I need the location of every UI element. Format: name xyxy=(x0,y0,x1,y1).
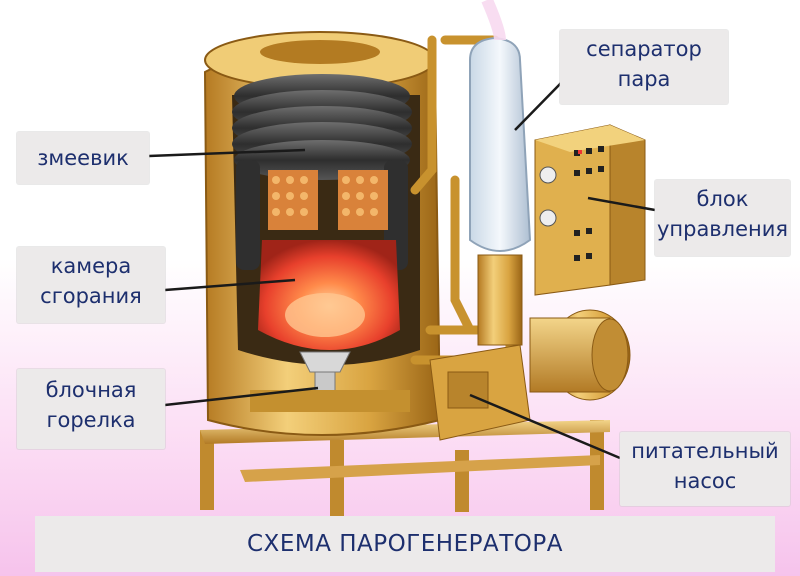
label-pump-line1: питательный xyxy=(631,439,779,463)
control-box-graphic xyxy=(534,124,646,296)
label-control-line2: управления xyxy=(656,217,789,241)
label-chamber-line2: сгорания xyxy=(40,284,142,308)
burner-nozzle xyxy=(250,351,410,412)
label-separator-line2: пара xyxy=(617,67,671,91)
diagram-caption: СХЕМА ПАРОГЕНЕРАТОРА xyxy=(35,516,775,572)
label-coil-text: змеевик xyxy=(37,146,129,170)
leader-line-separator xyxy=(514,81,563,131)
label-control-line1: блок xyxy=(696,187,749,211)
leader-line-chamber xyxy=(164,278,296,292)
label-combustion-chamber: камера сгорания xyxy=(17,247,165,323)
label-control-unit: блок управления xyxy=(655,180,790,256)
leader-line-control xyxy=(587,196,656,212)
support-frame xyxy=(200,420,610,516)
label-separator-line1: сепаратор xyxy=(586,37,702,61)
label-steam-separator: сепаратор пара xyxy=(560,30,728,104)
label-coil: змеевик xyxy=(17,132,149,184)
leader-line-pump xyxy=(469,393,621,460)
label-burner-line2: горелка xyxy=(46,408,136,432)
label-pump-line2: насос xyxy=(673,469,737,493)
label-burner-line1: блочная xyxy=(45,378,137,402)
label-block-burner: блочная горелка xyxy=(17,369,165,449)
label-chamber-line1: камера xyxy=(50,254,132,278)
combustion-flame xyxy=(258,240,400,350)
label-feed-pump: питательный насос xyxy=(620,432,790,506)
heat-exchanger-tubes xyxy=(268,170,388,230)
leader-lines xyxy=(148,81,656,460)
separator-graphic xyxy=(469,0,532,346)
pump-graphic xyxy=(429,309,631,441)
leader-line-burner xyxy=(164,386,319,407)
leader-line-coil xyxy=(148,148,306,158)
